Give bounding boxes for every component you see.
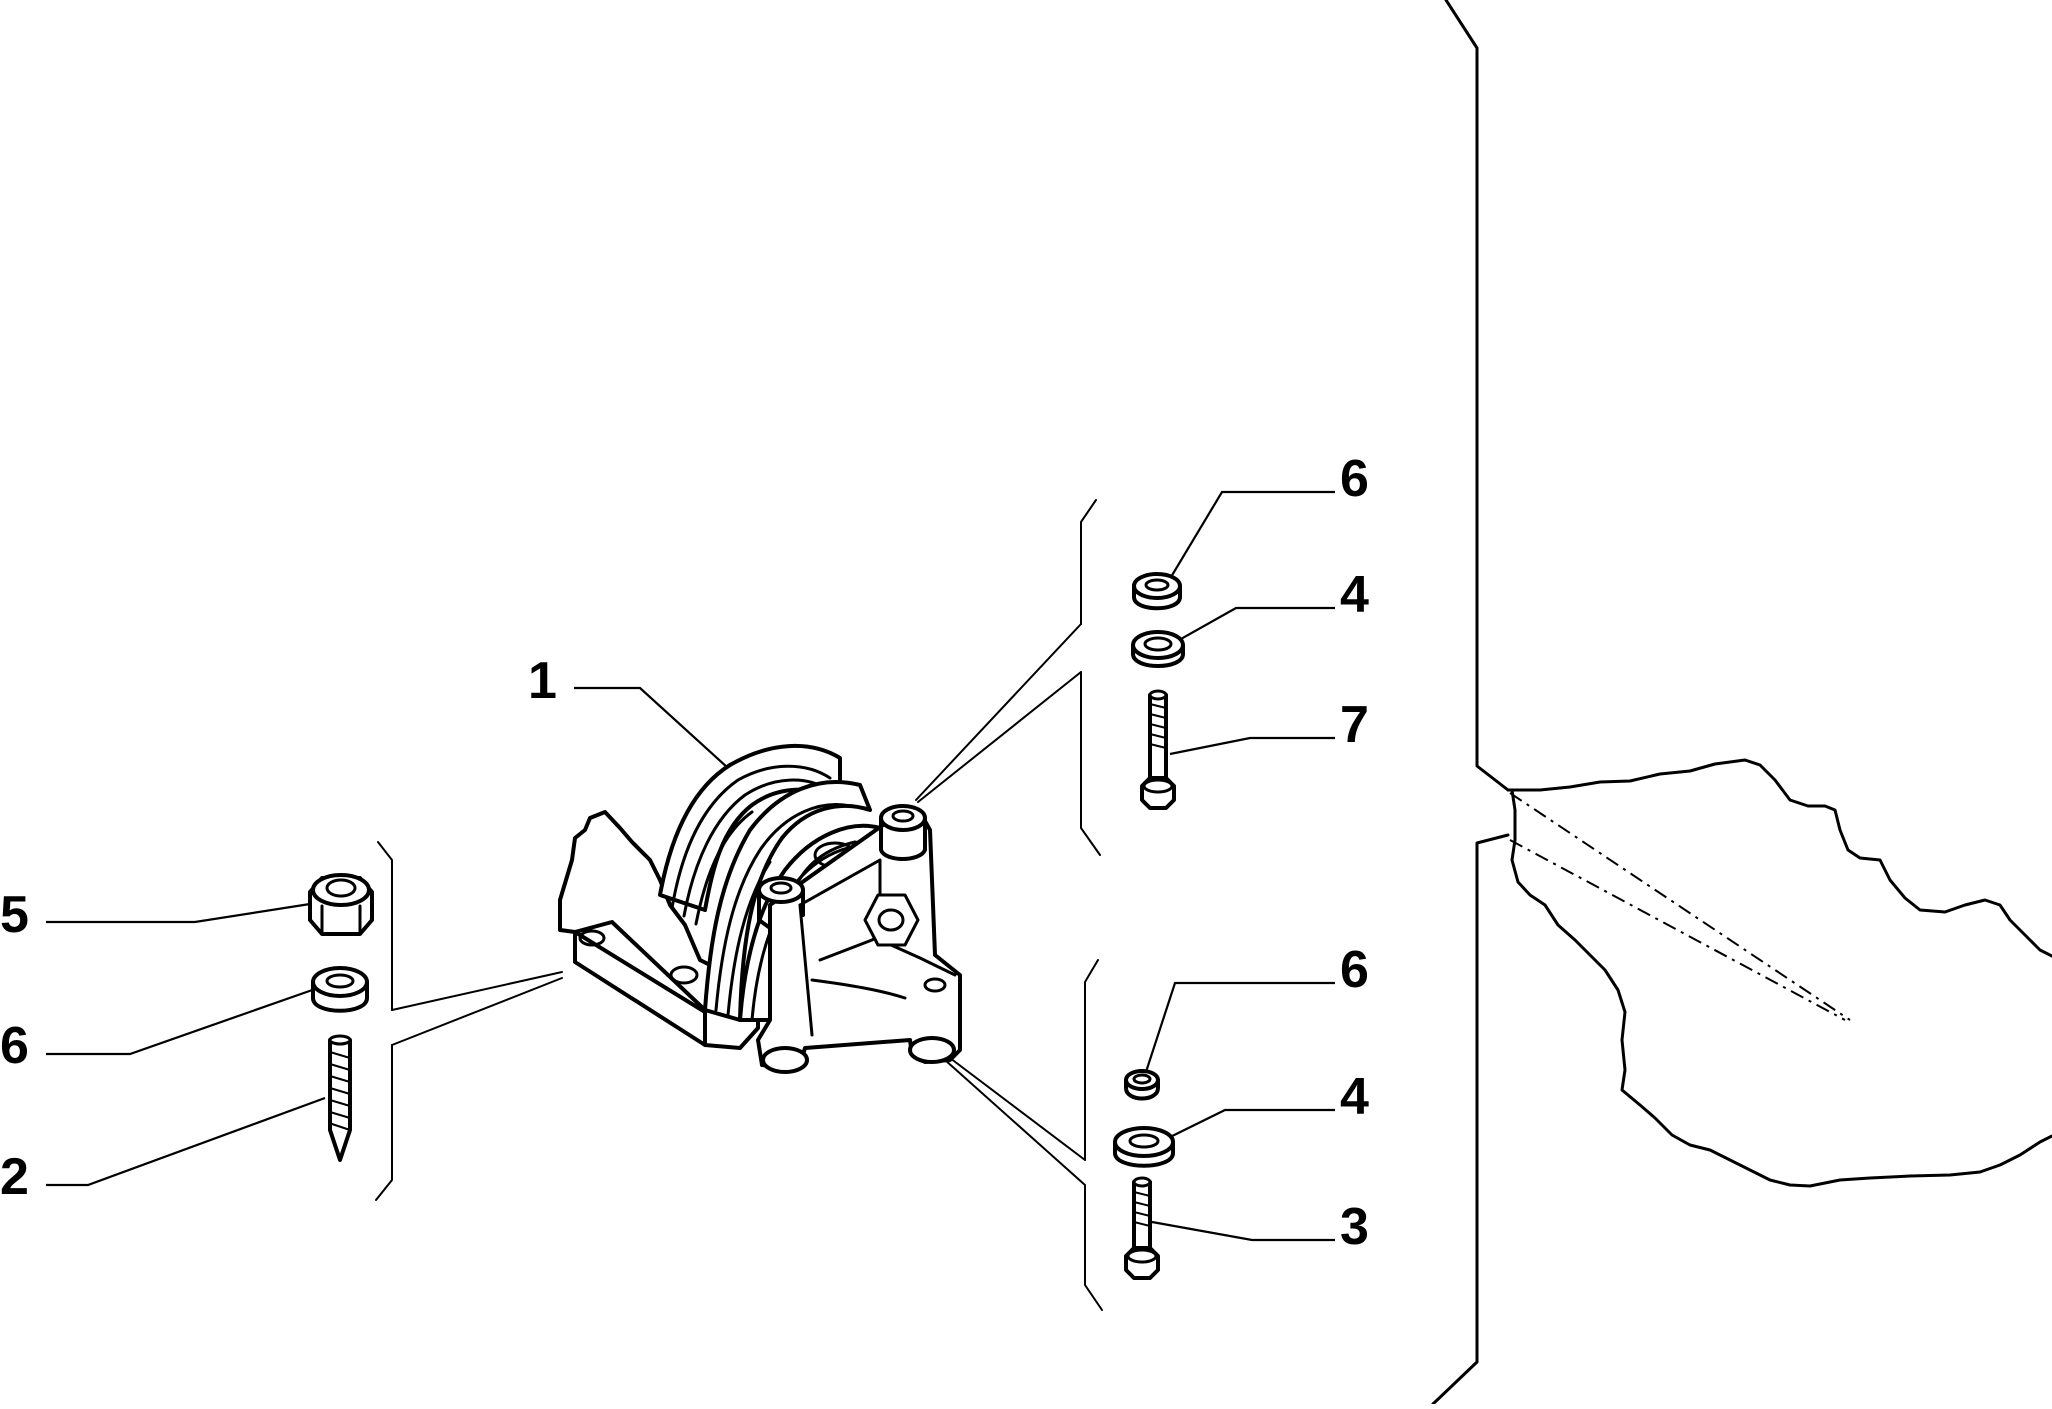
spacer-washer	[1124, 1069, 1160, 1101]
lock-nut	[308, 873, 374, 936]
callout-label: 5	[0, 886, 29, 944]
stud-bolt	[328, 1034, 352, 1162]
upper-right-fastener-bracket	[915, 499, 1101, 856]
callout-label: 4	[1340, 566, 1369, 624]
hex-bolt-short	[1124, 1176, 1160, 1280]
callout-label: 2	[0, 1148, 29, 1206]
washer	[1113, 1126, 1175, 1168]
left-fastener-bracket	[375, 841, 563, 1201]
callout-label: 3	[1340, 1198, 1369, 1256]
leader-lines	[46, 490, 1335, 1242]
callout-label: 4	[1340, 1068, 1369, 1126]
callout-labels: 1 5 6 2 6 4 7 6 4 3	[0, 450, 1369, 1256]
hex-bolt-long	[1140, 689, 1176, 810]
lower-right-fastener-bracket	[944, 959, 1103, 1311]
vehicle-outline-inset	[1506, 758, 2052, 1188]
spacer-washer	[1132, 572, 1182, 611]
engine-mount-bracket	[558, 743, 962, 1074]
callout-label: 6	[0, 1017, 29, 1075]
spacer-washer	[311, 966, 369, 1013]
washer	[1131, 630, 1185, 668]
callout-label: 6	[1340, 450, 1369, 508]
location-bracket	[1431, 0, 1510, 1406]
callout-label: 1	[528, 652, 557, 710]
callout-label: 7	[1340, 696, 1369, 754]
callout-label: 6	[1340, 941, 1369, 999]
